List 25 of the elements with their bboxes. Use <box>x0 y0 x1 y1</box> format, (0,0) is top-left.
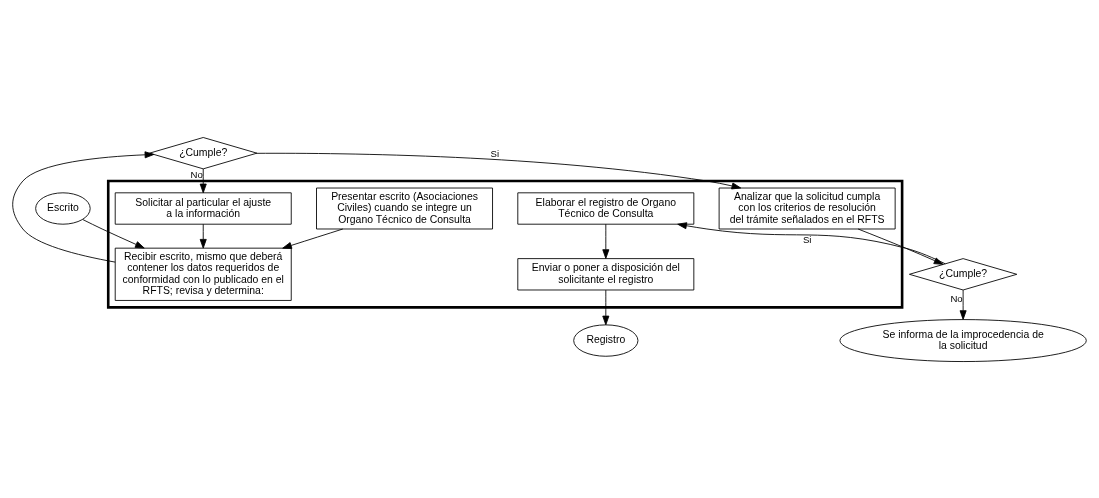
node-ellipse: Escrito <box>35 191 91 225</box>
node-ellipse: Se informa de la improcedencia de la solicitud <box>839 318 1087 362</box>
arrow <box>857 228 944 265</box>
node-box: Presentar escrito (Asociaciones Civiles) cuando se integre un Organo Técnico de Consulta <box>316 187 493 229</box>
arrow <box>199 168 207 193</box>
node-box: Solicitar al particular el ajuste a la información <box>114 191 292 225</box>
arrow <box>282 228 344 249</box>
node-box: Analizar que la solicitud cumpla con los criterios de resolución del trámite señalados en el RFTS <box>718 187 896 229</box>
arrow <box>959 289 967 320</box>
arrow <box>677 221 946 264</box>
node-box: Recibir escrito, mismo que deberá contener los datos requeridos de conformidad con lo publicado en el RFTS; revisa y determina: <box>114 247 292 301</box>
node-ellipse: Registro <box>573 323 639 357</box>
arrow <box>602 289 610 325</box>
edge-label: Si <box>490 147 500 159</box>
node-box: Elaborar el registro de Organo Técnico de Consulta <box>517 191 695 225</box>
node-box: Enviar o poner a disposición del solicitante el registro <box>517 257 695 290</box>
arrow <box>82 218 145 248</box>
node-diamond: ¿Cumple? <box>149 136 258 169</box>
arrow <box>256 152 742 189</box>
arrow <box>602 223 610 259</box>
arrow <box>199 223 207 249</box>
edge-label: No <box>190 168 203 180</box>
edge-label: No <box>950 292 963 304</box>
arrow <box>12 150 155 263</box>
edge-label: Si <box>802 233 812 245</box>
